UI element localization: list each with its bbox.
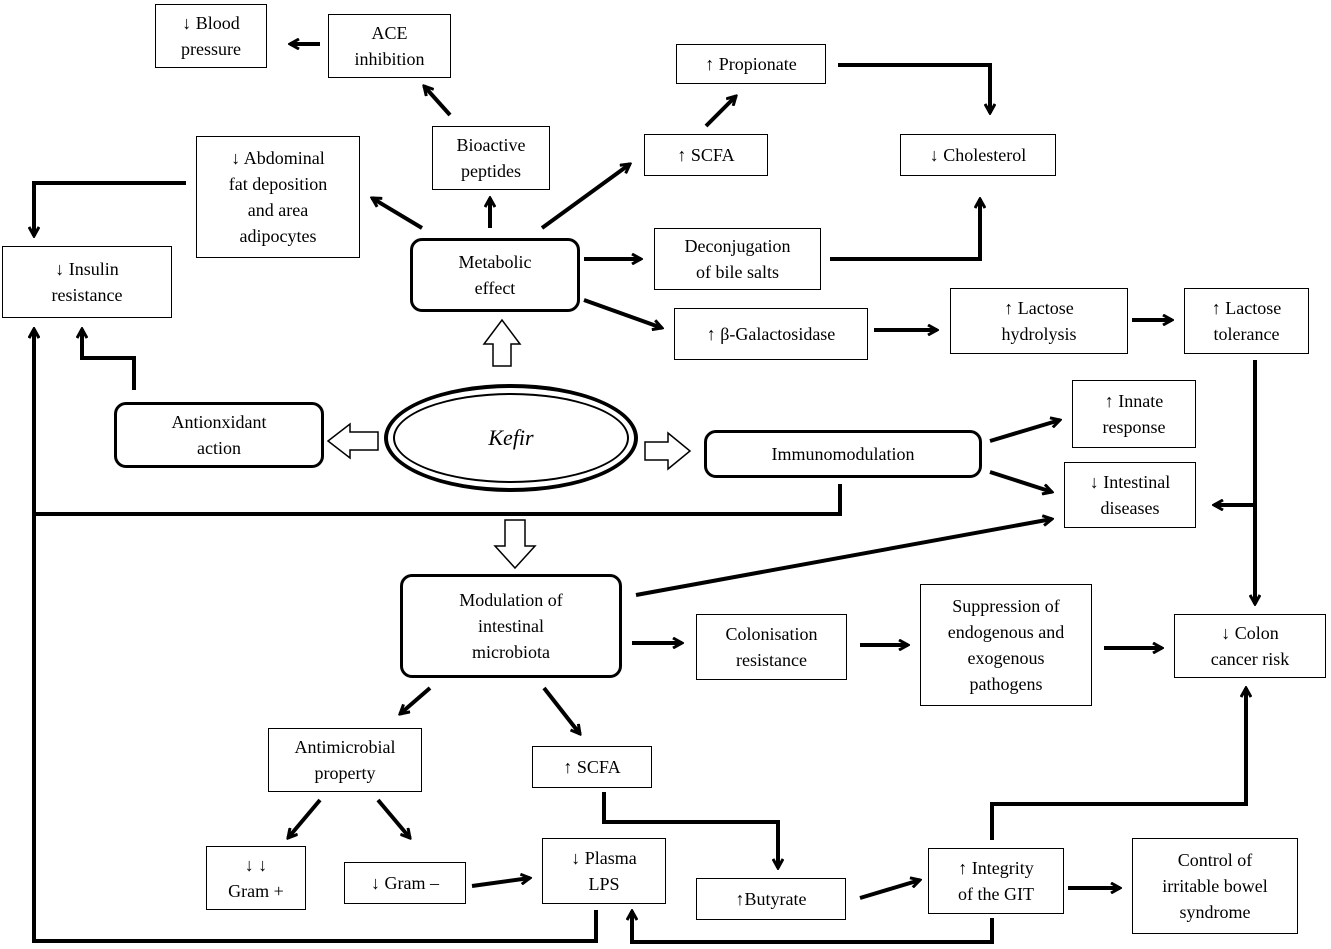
hollow-arrow-left-icon [326,422,379,460]
arrow-immuno-to-innate [989,420,1060,443]
suppression-pathogens-node: Suppression of endogenous and exogenous … [920,584,1092,706]
arrow-fat-to-insulin [34,181,186,236]
arrow-antimicrobial-to-gramneg [376,798,410,838]
hollow-arrow-down-icon [493,519,537,570]
hollow-arrow-right-icon [644,431,692,471]
arrow-gramneg-to-lps [471,878,530,888]
propionate-node: ↑ Propionate [676,44,826,84]
lactose-tolerance-node: ↑ Lactose tolerance [1184,288,1309,354]
arrow-scfa-to-propionate [704,96,736,128]
colonisation-resistance-node: Colonisation resistance [696,614,847,680]
scfa-bottom-node: ↑ SCFA [532,746,652,788]
arrow-scfa-to-butyrate [602,792,778,868]
arrow-git-to-colon [990,688,1246,840]
metabolic-effect-node: Metabolic effect [410,238,580,312]
arrow-modulation-to-intestinal [635,519,1052,597]
arrow-modulation-to-scfa [542,686,580,734]
antioxidant-node: Antionxidant action [114,402,324,468]
cholesterol-node: ↓ Cholesterol [900,134,1056,176]
immunomodulation-node: Immunomodulation [704,430,982,478]
ibs-node: Control of irritable bowel syndrome [1132,838,1298,934]
scfa-top-node: ↑ SCFA [644,134,768,176]
arrow-modulation-to-antimicrobial [400,686,432,714]
plasma-lps-node: ↓ Plasma LPS [542,838,666,904]
antimicrobial-node: Antimicrobial property [268,728,422,792]
gram-negative-node: ↓ Gram – [344,862,466,904]
arrow-git-to-lps [632,911,994,944]
colon-cancer-node: ↓ Colon cancer risk [1174,614,1326,678]
insulin-resistance-node: ↓ Insulin resistance [2,246,172,318]
hollow-arrow-up-icon [482,318,522,367]
innate-response-node: ↑ Innate response [1072,380,1196,448]
bioactive-peptides-node: Bioactive peptides [432,126,550,190]
arrow-lps-to-insulin [34,329,598,943]
lactose-hydrolysis-node: ↑ Lactose hydrolysis [950,288,1128,354]
arrow-metabolic-to-fat [372,196,424,230]
modulation-microbiota-node: Modulation of intestinal microbiota [400,574,622,678]
arrow-antimicrobial-to-grampos [288,798,322,838]
gram-positive-node: ↓ ↓ Gram + [206,846,306,910]
arrow-deconjugation-to-cholesterol [830,199,980,261]
arrow-butyrate-to-git [859,880,920,900]
integrity-git-node: ↑ Integrity of the GIT [928,848,1064,914]
arrow-bioactive-to-ace [424,86,452,117]
abdominal-fat-node: ↓ Abdominal fat deposition and area adip… [196,136,360,258]
galactosidase-node: ↑ β-Galactosidase [674,308,868,360]
intestinal-diseases-node: ↓ Intestinal diseases [1064,462,1196,528]
arrow-metabolic-to-galactosidase [583,298,662,328]
ace-inhibition-node: ACE inhibition [328,14,451,78]
arrow-propionate-to-cholesterol [838,63,990,113]
arrow-antioxidant-to-insulin [82,329,136,390]
kefir-label: Kefir [488,425,534,450]
kefir-center: Kefir [384,384,638,492]
arrow-immuno-to-intestinal [989,470,1052,492]
arrow-metabolic-to-scfa [540,164,630,230]
butyrate-node: ↑Butyrate [696,878,846,920]
blood-pressure-node: ↓ Blood pressure [155,4,267,68]
deconjugation-node: Deconjugation of bile salts [654,228,821,290]
